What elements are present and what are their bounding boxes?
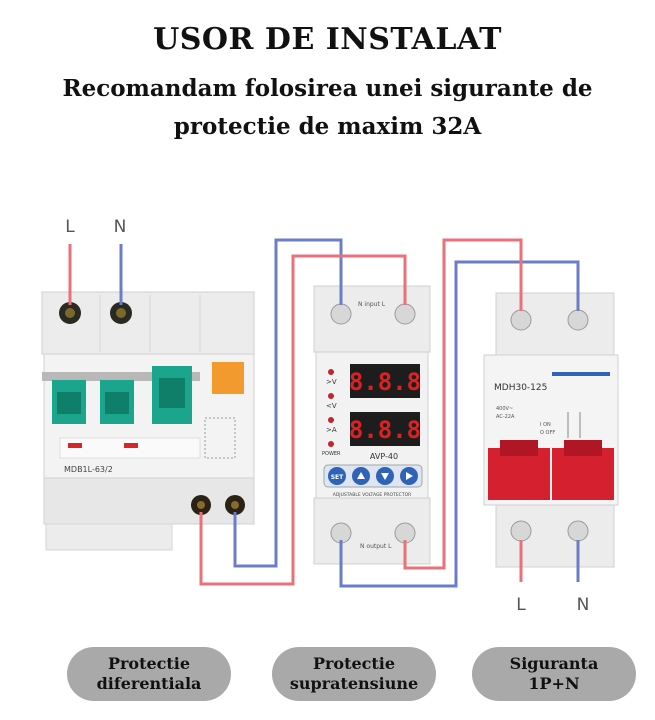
mcb-handle-1-top: [500, 440, 538, 456]
avp-set-button: [328, 467, 346, 485]
label-overvoltage-line-2: supratensiune: [289, 674, 419, 693]
avp-label-undervoltage: <V: [326, 402, 337, 410]
rccb-test-button: [212, 362, 244, 394]
avp-led-overcurrent: [328, 417, 334, 423]
mcb-spec-1: 400V~: [496, 406, 513, 412]
rccb-red-mark-2: [124, 443, 138, 448]
mcb-screw-l-out: [510, 520, 532, 542]
avp-display-voltage-text: 8.8.8: [349, 368, 421, 396]
avp-input-label: N input L: [358, 301, 386, 308]
mcb-screw-n-out: [567, 520, 589, 542]
avp-set-label: SET: [331, 474, 344, 481]
arrow-down-icon: [381, 473, 389, 480]
rccb-bottom-section: [43, 477, 255, 525]
mcb-handle-1: [488, 448, 550, 500]
mcb-schematic: [567, 412, 581, 438]
rccb-red-mark-1: [68, 443, 82, 448]
avp-footer-text: ADJUSTABLE VOLTAGE PROTECTOR: [333, 492, 412, 498]
rccb-device: MDB1L-63/2: [41, 291, 255, 551]
wire-rccb-to-avp-neutral: [233, 238, 343, 568]
subtitle-line-1: Recomandam folosirea unei sigurante de: [62, 75, 593, 102]
avp-output-label: N output L: [360, 543, 392, 550]
page-title: USOR DE INSTALAT: [153, 22, 502, 57]
rccb-handle-bar: [42, 372, 200, 381]
mcb-model-text: MDH30-125: [494, 383, 547, 393]
avp-led-power: [328, 441, 334, 447]
mcb-on-label: I ON: [540, 422, 551, 428]
avp-model-text: AVP-40: [370, 452, 398, 461]
mcb-spec-2: AC-22A: [496, 414, 515, 420]
avp-label-power: POWER: [322, 451, 341, 457]
avp-button-panel: [323, 464, 423, 488]
output-live-label: L: [516, 595, 526, 615]
arrow-up-icon: [357, 472, 365, 479]
mcb-blue-stripe: [552, 372, 610, 376]
mcb-handle-2-top: [564, 440, 602, 456]
avp-screw-n-in: [330, 303, 352, 325]
rccb-screw-n-center: [116, 308, 126, 318]
wire-rccb-to-avp-live: [199, 254, 407, 586]
mcb-handle-2: [552, 448, 614, 500]
mcb-screw-n-in: [567, 309, 589, 331]
mcb-screw-l-in: [510, 309, 532, 331]
rccb-out-screw-l-center: [197, 501, 205, 509]
avp-device: N input L >V <V >A POWER 8.8.8 8.8.8 AVP…: [313, 285, 431, 565]
label-overvoltage-line-1: Protectie: [312, 654, 396, 673]
rccb-top-section: [41, 291, 255, 355]
rccb-screw-l-center: [65, 308, 75, 318]
avp-led-undervoltage: [328, 393, 334, 399]
avp-screw-l-in: [394, 303, 416, 325]
rccb-toggle-2-face: [105, 392, 129, 414]
output-neutral-label: N: [577, 595, 590, 615]
label-fuse: Siguranta 1P+N: [472, 647, 636, 701]
label-differential-line-1: Protectie: [107, 654, 191, 673]
page-subtitle: Recomandam folosirea unei sigurante de p…: [40, 70, 615, 146]
wire-avp-to-mcb-live: [403, 238, 523, 570]
label-fuse-line-2: 1P+N: [528, 674, 580, 693]
subtitle-line-2: protectie de maxim 32A: [173, 113, 482, 140]
rccb-toggle-1-face: [57, 392, 81, 414]
label-overvoltage-protection: Protectie supratensiune: [272, 647, 436, 701]
rccb-base: [45, 523, 173, 551]
rccb-schematic: [204, 417, 236, 459]
rccb-toggle-3-face: [159, 378, 185, 408]
label-differential-line-2: diferentiala: [96, 674, 202, 693]
arrow-right-icon: [406, 472, 413, 480]
input-live-label: L: [65, 217, 75, 237]
avp-led-overvoltage: [328, 369, 334, 375]
rccb-model-text: MDB1L-63/2: [64, 465, 113, 474]
label-fuse-line-1: Siguranta: [509, 654, 599, 673]
wire-avp-to-mcb-neutral: [339, 260, 580, 588]
input-neutral-label: N: [114, 217, 127, 237]
avp-display-voltage: [350, 364, 420, 398]
avp-display-current: [350, 412, 420, 446]
rccb-out-screw-n-center: [231, 501, 239, 509]
avp-label-overcurrent: >A: [326, 426, 337, 434]
wires: [68, 238, 580, 588]
label-differential-protection: Protectie diferentiala: [67, 647, 231, 701]
mcb-device: MDH30-125 400V~ AC-22A I ON O OFF: [483, 292, 619, 568]
avp-display-current-text: 8.8.8: [349, 416, 421, 444]
avp-label-overvoltage: >V: [326, 378, 337, 386]
mcb-off-label: O OFF: [540, 430, 555, 436]
